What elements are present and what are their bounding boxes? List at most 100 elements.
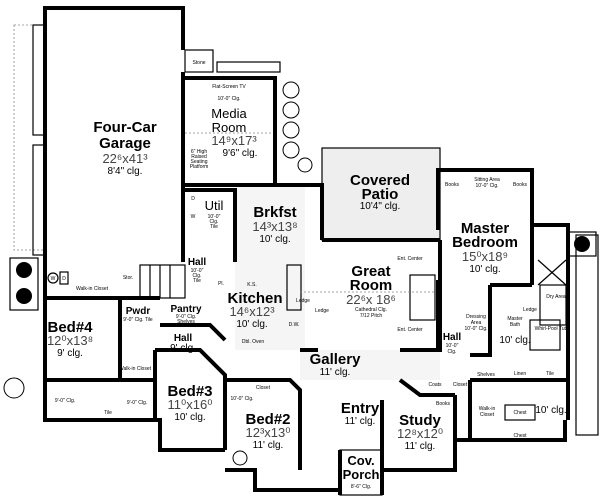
room-name: Media	[211, 106, 247, 121]
room-name: Brkfst	[253, 204, 296, 221]
ac-units	[9, 231, 597, 311]
master-bath-label: Dressing Area 10'-0" Clg. Master Bath 10…	[464, 294, 567, 378]
note: Bath	[510, 322, 521, 328]
hall-upper-label: Hall 10'-0" Clg. Tile	[188, 257, 207, 284]
note: Master	[507, 316, 523, 322]
room-ceiling: 9'6" clg.	[223, 148, 258, 159]
room-ceiling: 10' clg.	[499, 335, 530, 346]
washer-label: W	[191, 214, 196, 220]
note: Platform	[190, 164, 209, 170]
note: Area	[471, 320, 482, 326]
note: 7/12 Pitch	[360, 313, 382, 319]
room-ceiling: 11' clg.	[320, 367, 351, 378]
note: Raised	[191, 154, 207, 160]
note: Dry Area	[546, 294, 566, 300]
patio-label: Covered Patio 10'4" clg.	[350, 172, 410, 212]
room-ceiling: 10' clg.	[535, 405, 566, 416]
room-ceiling: 11' clg.	[253, 440, 284, 451]
dryer-label: D	[62, 276, 66, 282]
room-name: Pwdr	[126, 306, 151, 317]
note: Tile	[104, 410, 112, 416]
note: Whirl-Pool Tub	[535, 326, 568, 332]
master-bedroom	[436, 168, 599, 436]
media-room	[183, 61, 281, 187]
room-name: Patio	[362, 186, 399, 203]
note: Dbl. Oven	[242, 339, 264, 345]
note: 10'-0" Clg.	[475, 183, 498, 189]
room-name: Bed#2	[245, 411, 290, 428]
bed3-label: Walk-in Closet Bed#3 11⁰x16⁰ 10' clg. 9'…	[104, 366, 212, 423]
hall-master-label: Hall 10'-0" Clg.	[443, 332, 462, 355]
note: 8'-6" Clg.	[351, 484, 371, 490]
room-name: Hall	[443, 332, 462, 343]
room-name: Entry	[341, 400, 380, 417]
room-ceiling: 9' clg.	[170, 343, 196, 354]
room-dimensions: 22⁶x 18⁶	[346, 292, 396, 307]
note: 9'-0" Clg. Tile	[123, 317, 153, 323]
note: Ledge	[523, 307, 537, 313]
bed2-label: Closet Bed#2 12³x13⁰ 11' clg. 10'-0" Clg…	[230, 385, 290, 451]
garage	[32, 6, 214, 262]
room-name: Garage	[99, 135, 151, 152]
note: Flat-Screen TV	[212, 84, 246, 90]
note: Chest	[513, 433, 527, 439]
room-dimensions: 14⁹x17³	[211, 133, 257, 148]
room-name: Util	[205, 198, 224, 213]
note: K.S.	[247, 282, 256, 288]
note: 10'-0" Clg.	[217, 96, 240, 102]
gallery-label: Gallery 11' clg.	[310, 351, 362, 378]
room-name: Four-Car	[93, 119, 156, 136]
note: Books	[436, 401, 450, 407]
note: Ledge	[296, 298, 310, 304]
room-name: Bedroom	[452, 234, 518, 251]
room-ceiling: 10' clg.	[236, 319, 267, 330]
note: 10'-0"	[191, 268, 204, 274]
bed4-label: W D Walk-in Closet Stor. Bed#4 12⁰x13⁸ 9…	[47, 275, 133, 404]
note: Ent. Center	[397, 327, 423, 333]
study-label: Coats Closet Books Study 12⁸x12⁰ 11' clg…	[397, 382, 468, 452]
room-dimensions: 12⁸x12⁰	[397, 426, 443, 441]
dryer-label: D	[191, 196, 195, 202]
room-dimensions: 12⁰x13⁸	[47, 333, 93, 348]
room-ceiling: 9' clg.	[57, 348, 83, 359]
note: Stor.	[123, 275, 133, 281]
pwdr-pantry-label: Pwdr 9'-0" Clg. Tile Pantry 9'-0" Clg. S…	[123, 304, 202, 354]
note: Ent. Center	[397, 256, 423, 262]
note: Clg.	[210, 219, 219, 225]
room-dimensions: 22⁶x41³	[102, 151, 148, 166]
note: Tile	[546, 371, 554, 377]
room-name: Pantry	[170, 304, 202, 315]
note: Linen	[514, 371, 526, 377]
note: Closet	[256, 385, 271, 391]
washer-label: W	[51, 276, 56, 282]
note: 10'-0"	[208, 214, 221, 220]
room-ceiling: 8'4" clg.	[108, 166, 143, 177]
room-ceiling: 11' clg.	[345, 416, 376, 427]
room-dimensions: 14³x13⁸	[252, 219, 297, 234]
note: Clg.	[448, 349, 457, 355]
room-ceiling: 10' clg.	[259, 234, 290, 245]
room-ceiling: 10' clg.	[469, 264, 500, 275]
left-wing	[43, 258, 227, 452]
front-wing	[225, 378, 470, 496]
note: Sitting Area	[474, 177, 500, 183]
media-room-label: Flat-Screen TV 10'-0" Clg. Media Room 14…	[190, 84, 258, 170]
note: Ledge	[315, 308, 329, 314]
note: Coats	[428, 382, 442, 388]
note: Closet	[480, 412, 495, 418]
note: 9'-0" Clg.	[127, 400, 147, 406]
note: Walk-in Closet	[119, 366, 152, 372]
note: Clg.	[193, 273, 202, 279]
shrubs	[3, 81, 313, 466]
gallery-floor	[300, 350, 440, 380]
driveway-edge	[13, 24, 45, 251]
note: Shelves	[477, 372, 495, 378]
note: Closet	[453, 382, 468, 388]
master-bedroom-label: Books Books Sitting Area 10'-0" Clg. Mas…	[445, 177, 527, 275]
room-dimensions: 12³x13⁰	[246, 425, 291, 440]
room-name: Porch	[343, 467, 380, 482]
room-ceiling: 10'4" clg.	[360, 201, 400, 212]
note: Chest	[513, 410, 527, 416]
room-name: Room	[212, 120, 247, 135]
